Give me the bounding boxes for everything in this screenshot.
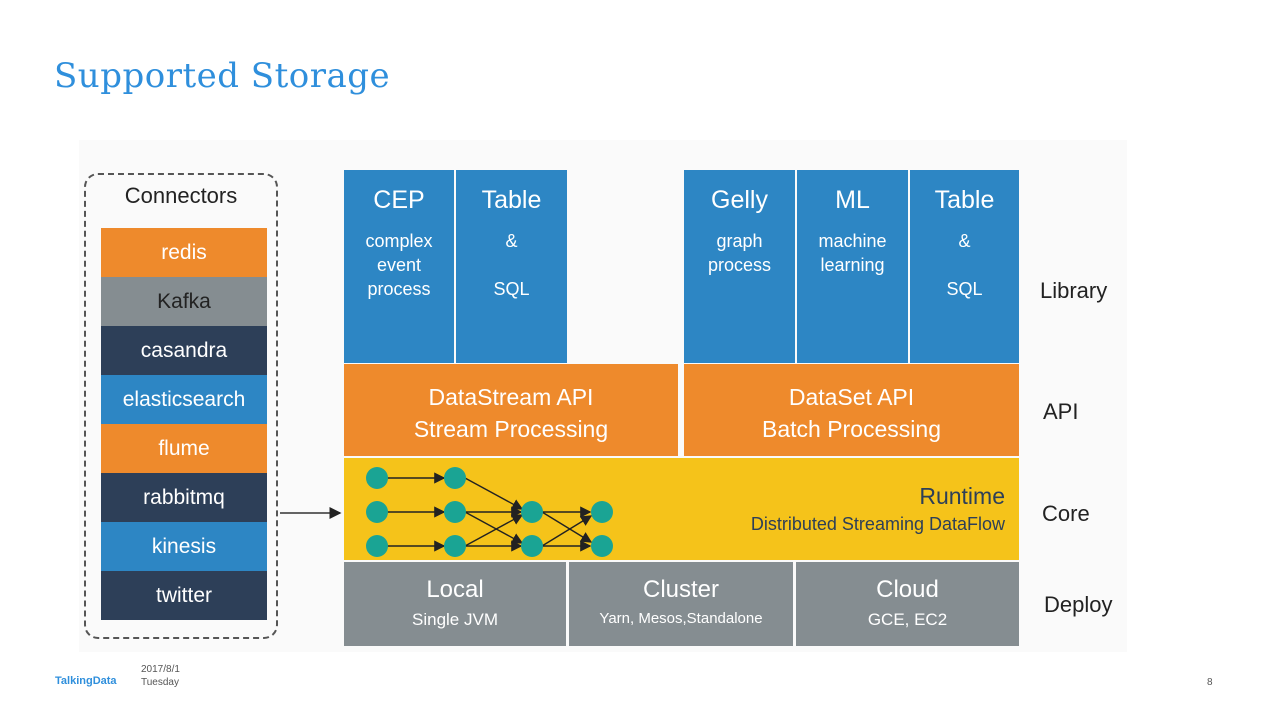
api-datastream-subtitle: Stream Processing [413,416,609,442]
footer-date: 2017/8/1 Tuesday [141,663,180,689]
library-table-batch-desc-3: SQL [946,279,983,299]
library-table-stream-block: Table & SQL [456,170,567,363]
library-table-batch-block: Table & SQL [910,170,1019,363]
api-dataset-subtitle: Batch Processing [762,416,941,442]
library-ml-desc-1: machine [818,231,887,251]
library-cep-desc-1: complex [365,231,433,251]
dataflow-edges [386,472,593,552]
api-dataset-title: DataSet API [788,384,915,410]
deploy-cloud-block: Cloud GCE, EC2 [796,562,1019,646]
deploy-cloud-sub: GCE, EC2 [867,610,948,629]
dataflow-node [444,467,466,489]
dataflow-node [521,501,543,523]
layer-label-library: Library [1040,278,1108,303]
deploy-cluster-sub: Yarn, Mesos,Standalone [599,610,763,627]
footer-date-value: 2017/8/1 [141,664,180,675]
connector-redis: redis [101,228,267,277]
deploy-local-name: Local [426,576,484,603]
dataflow-node [366,467,388,489]
layer-label-deploy: Deploy [1044,592,1113,617]
connector-casandra: casandra [101,326,267,375]
library-cep-desc-2: event [376,255,422,275]
library-table-stream-name: Table [481,186,542,214]
dataflow-node [444,535,466,557]
connector-elasticsearch: elasticsearch [101,375,267,424]
library-gelly-desc-2: process [707,255,772,275]
layer-label-core: Core [1042,501,1090,526]
dataflow-node [521,535,543,557]
library-table-batch-desc-1: & [958,231,971,251]
dataflow-node [591,501,613,523]
library-gelly-block: Gelly graph process [684,170,795,363]
page-number: 8 [1207,677,1213,688]
dataflow-node [444,501,466,523]
library-table-batch-name: Table [934,186,995,214]
library-cep-block: CEP complex event process [344,170,454,363]
library-ml-block: ML machine learning [797,170,908,363]
dataflow-node [366,501,388,523]
library-ml-name: ML [835,186,870,214]
deploy-cloud-name: Cloud [876,576,939,603]
footer-weekday: Tuesday [141,677,179,688]
core-runtime-title: Runtime [919,483,1005,509]
connector-rabbitmq: rabbitmq [101,473,267,522]
library-table-stream-desc-3: SQL [493,279,530,299]
connector-flume: flume [101,424,267,473]
api-datastream-title: DataStream API [428,384,594,410]
connectors-title: Connectors [124,183,238,208]
connector-twitter: twitter [101,571,267,620]
api-dataset-block: DataSet API Batch Processing [684,364,1019,456]
talkingdata-logo: TalkingData [55,675,117,687]
dataflow-node [591,535,613,557]
deploy-cluster-name: Cluster [642,576,720,603]
library-cep-desc-3: process [367,279,431,299]
api-datastream-block: DataStream API Stream Processing [344,364,678,456]
library-gelly-desc-1: graph [716,231,763,251]
deploy-local-block: Local Single JVM [344,562,566,646]
slide-title: Supported Storage [54,56,391,96]
library-table-stream-desc-1: & [505,231,518,251]
library-ml-desc-2: learning [820,255,885,275]
deploy-local-sub: Single JVM [412,610,498,629]
library-cep-name: CEP [373,186,425,214]
library-gelly-name: Gelly [711,186,768,214]
layer-label-api: API [1043,399,1079,424]
connector-kafka: Kafka [101,277,267,326]
core-runtime-subtitle: Distributed Streaming DataFlow [750,514,1005,534]
deploy-cluster-block: Cluster Yarn, Mesos,Standalone [569,562,793,646]
dataflow-node [366,535,388,557]
connectors-panel [84,173,278,639]
connector-kinesis: kinesis [101,522,267,571]
dataflow-nodes [366,467,613,557]
